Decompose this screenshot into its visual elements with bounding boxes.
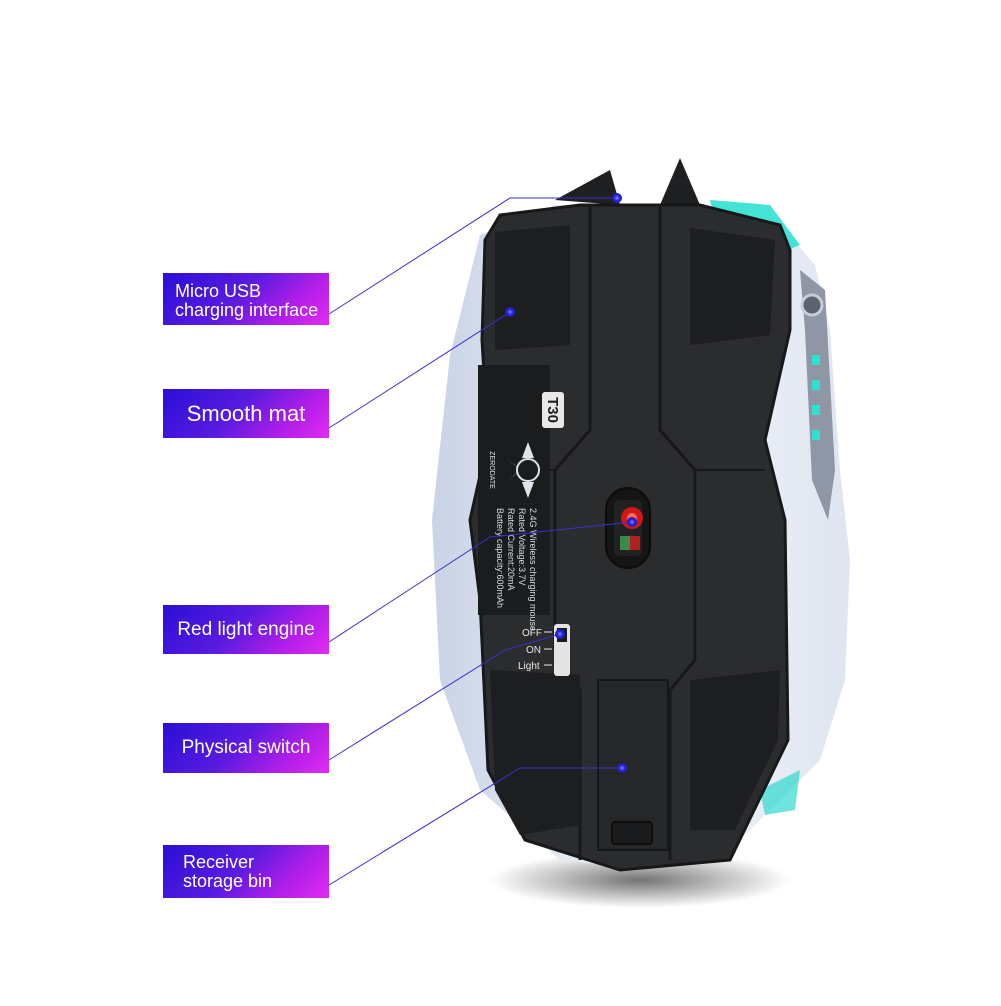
side-led — [812, 405, 820, 415]
model-text: T30 — [544, 397, 561, 423]
side-button-icon — [800, 293, 824, 317]
callout-engine: Red light engine — [163, 605, 329, 654]
glide-pad — [690, 228, 775, 345]
switch-label-on: ON — [526, 645, 541, 656]
callout-dot-icon — [612, 193, 622, 203]
callout-engine-label: Red light engine — [177, 619, 315, 640]
left-button — [555, 170, 620, 205]
callout-lines — [328, 197, 633, 886]
callout-switch: Physical switch — [163, 723, 329, 773]
side-led — [812, 430, 820, 440]
model-badge — [542, 392, 564, 428]
callout-switch-label: Physical switch — [181, 737, 311, 758]
callout-bin: Receiver storage bin — [163, 845, 329, 898]
callout-dot-icon — [617, 763, 627, 773]
right-button — [660, 158, 700, 205]
callout-usb: Micro USB charging interface — [163, 273, 329, 325]
switch-label-off: OFF — [522, 628, 542, 639]
callout-bin-line1: Receiver — [183, 852, 255, 872]
glide-pad — [490, 670, 580, 835]
receiver-bin — [597, 679, 669, 851]
callout-usb-line1: Micro USB — [175, 281, 262, 301]
callout-bin-line2: storage bin — [183, 871, 273, 891]
glide-pad — [495, 225, 570, 350]
callout-dot-icon — [627, 517, 637, 527]
callout-dot-icon — [555, 629, 565, 639]
side-led — [812, 355, 820, 365]
bin-latch — [611, 821, 653, 845]
callout-mat-label: Smooth mat — [186, 401, 306, 426]
side-led — [812, 380, 820, 390]
spec-line-3: Rated Current:20mA — [506, 508, 516, 591]
floor-shadow — [490, 852, 790, 908]
spec-line-2: Rated Voltage:3.7V — [517, 508, 527, 586]
spec-line-1: 2.4G Wireless charging mouse — [528, 508, 538, 631]
glide-pad — [690, 670, 780, 830]
callout-usb-line2: charging interface — [175, 300, 319, 320]
switch-label-light: Light — [518, 661, 540, 672]
rgb-light — [760, 770, 800, 815]
callout-dot-icon — [505, 307, 515, 317]
side-trim — [800, 270, 835, 520]
callout-mat: Smooth mat — [163, 389, 329, 438]
spec-line-4: Battery capacity:600mAh — [495, 508, 505, 608]
brand-text: ZERODATE — [488, 451, 495, 489]
spec-panel — [478, 365, 550, 615]
